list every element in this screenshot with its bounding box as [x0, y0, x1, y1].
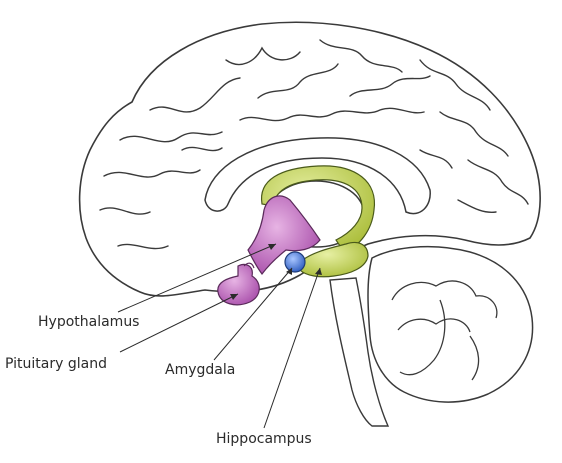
leader-amygdala	[213, 267, 293, 361]
corpus-callosum	[204, 137, 431, 215]
brainstem	[329, 277, 390, 427]
amygdala-shape	[284, 251, 306, 273]
cerebrum-outline	[78, 21, 541, 297]
leader-lines	[117, 243, 321, 429]
leader-arrowheads	[230, 244, 322, 300]
label-hippocampus: Hippocampus	[216, 431, 312, 447]
hippocampus-shape	[299, 241, 369, 278]
leader-pituitary	[119, 293, 239, 353]
pituitary-stalk	[243, 262, 255, 269]
label-pituitary-gland: Pituitary gland	[5, 356, 107, 372]
leader-hypothalamus	[117, 243, 277, 313]
sulci-lines	[99, 39, 529, 250]
leader-hippocampus	[263, 267, 321, 429]
pituitary-shape	[217, 263, 260, 306]
cerebellum	[367, 245, 534, 403]
label-hypothalamus: Hypothalamus	[38, 314, 140, 330]
hypothalamus-shape	[247, 195, 321, 275]
label-amygdala: Amygdala	[165, 362, 236, 378]
cerebellum-folia	[391, 280, 498, 381]
